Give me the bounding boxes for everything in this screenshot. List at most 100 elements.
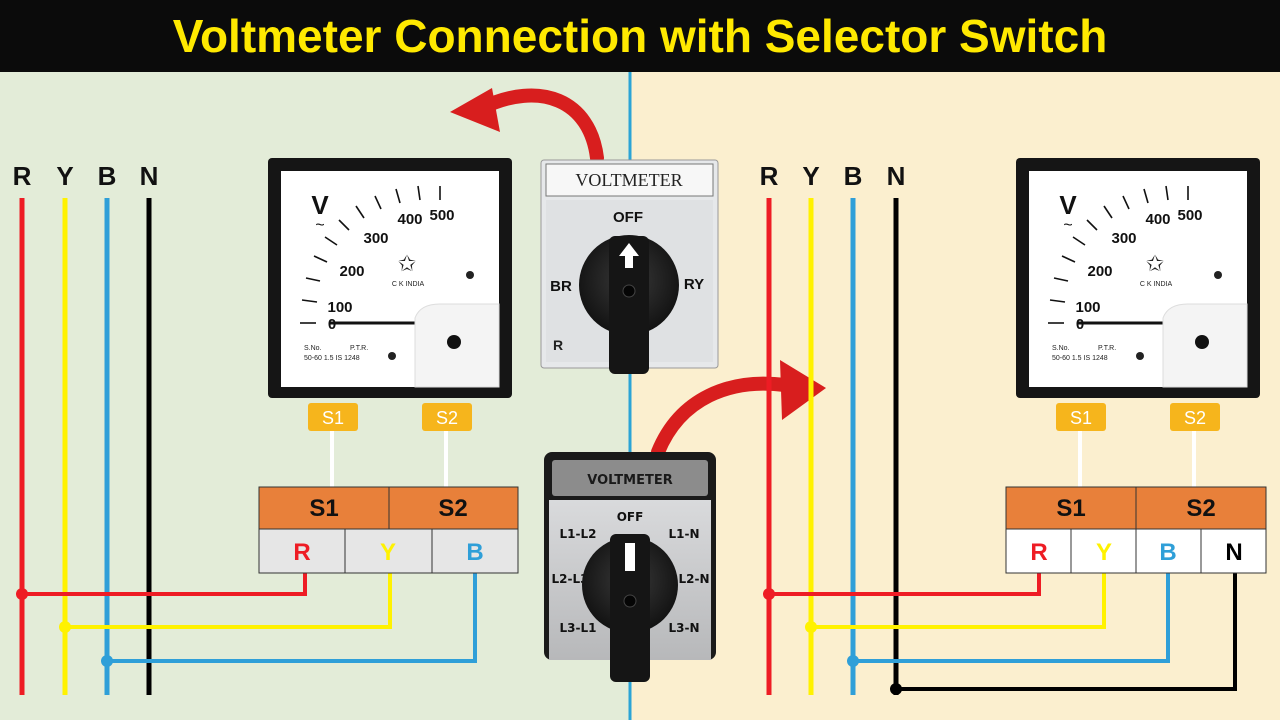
bottom-switch-positions: OFF L1-L2 L1-N L2-L3 L2-N L3-L1 L3-N (552, 510, 710, 635)
left-bus-labels: R Y B N (13, 161, 159, 191)
right-meter-spec: 50-60 1.5 IS 1248 (1052, 355, 1108, 362)
left-table-cell-r (258, 528, 346, 574)
right-meter-unit: V (1059, 190, 1077, 220)
top-switch-pos-br: BR (550, 278, 572, 295)
left-table-header-s2 (388, 486, 519, 530)
bottom-arrow-head-icon (780, 360, 826, 420)
bottom-arrow-shaft (651, 376, 792, 459)
left-meter-scale (300, 185, 441, 324)
left-meter-tick-500: 500 (429, 207, 454, 224)
left-tap-wires (22, 573, 477, 663)
right-bus-label-y: Y (802, 161, 819, 191)
top-switch-label: VOLTMETER (575, 170, 682, 190)
right-table-header-s1 (1005, 486, 1137, 530)
bottom-switch-pos-l2l3: L2-L3 (552, 572, 589, 586)
left-junction-b (101, 655, 113, 667)
left-table-cell-r-label: R (293, 539, 310, 566)
right-tap-r (769, 573, 1041, 596)
right-table-header-s2 (1135, 486, 1267, 530)
left-bus-label-b: B (98, 161, 117, 191)
left-meter-tick-100: 100 (327, 299, 352, 316)
top-switch-brand-icon: R (553, 337, 563, 353)
left-meter-sno: S.No. (304, 345, 322, 352)
right-meter-logo-icon: ✩ (1146, 251, 1164, 276)
left-junction-r (16, 588, 28, 600)
left-meter-tick-200: 200 (339, 263, 364, 280)
right-junction-r (763, 588, 775, 600)
bottom-switch-pos-l1n: L1-N (668, 527, 699, 541)
right-meter-zero-adjust-icon (1195, 335, 1209, 349)
left-terminal-tag-s1-label: S1 (322, 408, 344, 428)
right-bus-wires (766, 198, 899, 695)
left-bus-label-n: N (140, 161, 159, 191)
right-junction-n (890, 683, 902, 695)
right-meter-screw2-icon (1136, 352, 1144, 360)
left-meter-tick-400: 400 (397, 211, 422, 228)
right-terminal-tag-s1 (1056, 403, 1106, 431)
left-table-cell-y (344, 528, 433, 574)
left-bus-label-r: R (13, 161, 32, 191)
bottom-switch-pos-l3n: L3-N (668, 621, 699, 635)
right-table-cell-r (1005, 528, 1072, 574)
left-bus-wires (19, 198, 152, 695)
left-meter-brand: C K INDIA (392, 281, 425, 288)
right-meter-tick-100: 100 (1075, 299, 1100, 316)
left-table-cell-b-label: B (466, 539, 483, 566)
left-table-cell-b (431, 528, 519, 574)
bottom-switch-pos-l2n: L2-N (678, 572, 709, 586)
bottom-selector-switch: VOLTMETER OFF L1-L2 L1-N L2-L3 L2-N L3-L… (544, 452, 716, 682)
left-meter-ac-symbol: ~ (315, 217, 324, 234)
right-meter-tick-400: 400 (1145, 211, 1170, 228)
bottom-switch-pos-off: OFF (617, 510, 644, 524)
left-tap-y (65, 573, 392, 629)
left-table-header-s1-label: S1 (309, 495, 338, 522)
bottom-switch-pos-l1l2: L1-L2 (560, 527, 597, 541)
left-tap-r (22, 573, 307, 596)
left-meter-screw2-icon (388, 352, 396, 360)
top-selector-switch: VOLTMETER OFF BR RY R (540, 159, 719, 374)
left-table-header-s2-label: S2 (438, 495, 467, 522)
right-table-cell-n (1200, 528, 1267, 574)
left-voltmeter: V ~ 0 100 200 300 400 500 ✩ C K INDIA S.… (268, 158, 512, 398)
right-terminal-tag-s2 (1170, 403, 1220, 431)
top-switch-handle[interactable] (609, 236, 649, 374)
top-switch-pos-off: OFF (613, 209, 643, 226)
left-bus-label-y: Y (56, 161, 73, 191)
left-junction-y (59, 621, 71, 633)
right-terminal-tag-s1-label: S1 (1070, 408, 1092, 428)
left-meter-logo-icon: ✩ (398, 251, 416, 276)
left-meter-tick-300: 300 (363, 230, 388, 247)
right-meter-sno: S.No. (1052, 345, 1070, 352)
left-terminal-table: S1 S2 R Y B (258, 486, 519, 574)
right-meter-ac-symbol: ~ (1063, 217, 1072, 234)
right-meter-screw-icon (1214, 271, 1222, 279)
bottom-switch-pos-l3l1: L3-L1 (560, 621, 597, 635)
right-table-header-s2-label: S2 (1186, 495, 1215, 522)
top-arrow-shaft (475, 88, 604, 165)
right-bus-label-n: N (887, 161, 906, 191)
left-tap-b (107, 573, 477, 663)
right-meter-brand: C K INDIA (1140, 281, 1173, 288)
bottom-switch-screw-icon (623, 594, 637, 608)
right-bus-label-b: B (844, 161, 863, 191)
right-junction-b (847, 655, 859, 667)
right-meter-ptr: P.T.R. (1098, 345, 1116, 352)
left-meter-spec: 50-60 1.5 IS 1248 (304, 355, 360, 362)
right-terminal-table: S1 S2 R Y B N (1005, 486, 1267, 574)
left-meter-unit: V (311, 190, 329, 220)
left-meter-ptr: P.T.R. (350, 345, 368, 352)
bottom-switch-label: VOLTMETER (587, 473, 672, 488)
top-switch-pos-ry: RY (684, 276, 704, 293)
right-table-cell-y-label: Y (1096, 539, 1112, 566)
bottom-switch-nameplate (552, 460, 708, 496)
left-terminal-tag-s2 (422, 403, 472, 431)
right-table-cell-b-label: B (1159, 539, 1176, 566)
left-meter-zero-adjust-icon (447, 335, 461, 349)
left-meter-screw-icon (466, 271, 474, 279)
page-title: Voltmeter Connection with Selector Switc… (173, 10, 1108, 62)
bottom-switch-pointer-icon (625, 543, 635, 571)
bottom-switch-handle[interactable] (610, 534, 650, 682)
right-meter-tick-300: 300 (1111, 230, 1136, 247)
right-table-cell-r-label: R (1030, 539, 1047, 566)
